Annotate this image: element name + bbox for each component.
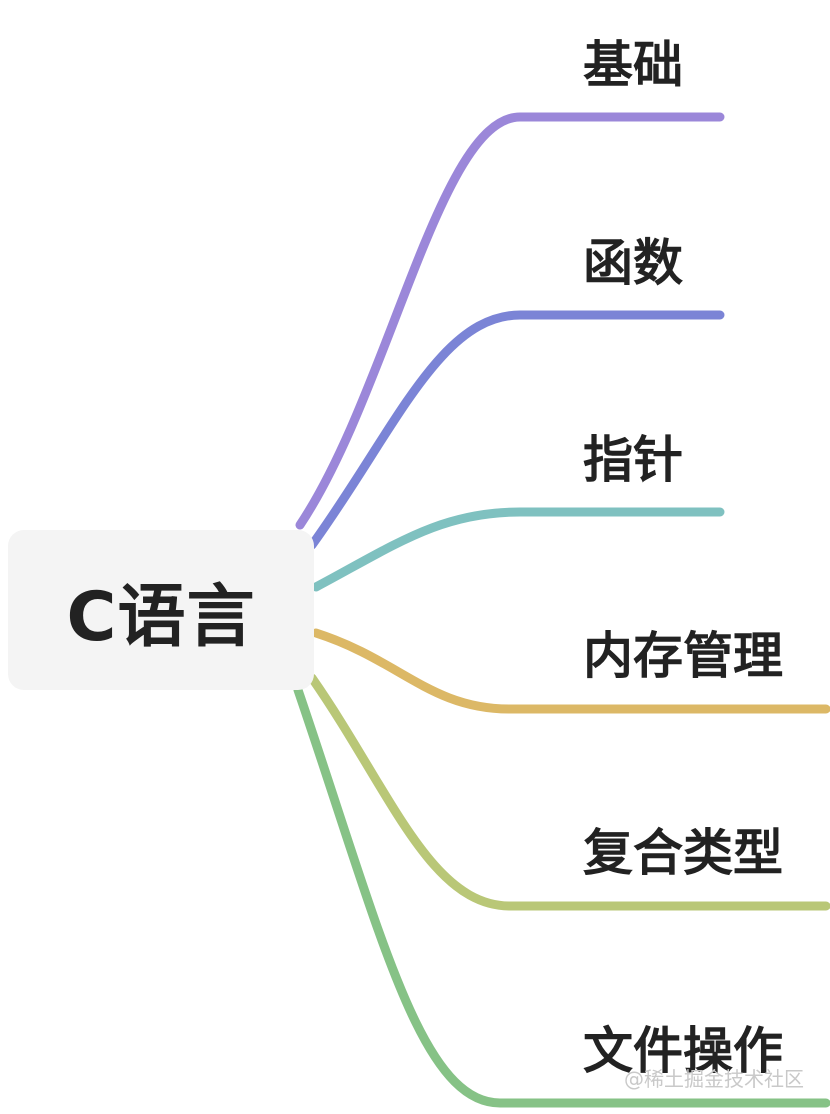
edge-compound-types xyxy=(307,673,830,911)
watermark: @稀土掘金技术社区 xyxy=(624,1067,804,1091)
branch-edges xyxy=(293,112,830,1108)
edge-basics xyxy=(295,112,725,530)
root-node[interactable]: C语言 xyxy=(8,530,314,690)
branch-label-pointers[interactable]: 指针 xyxy=(583,431,683,489)
root-label: C语言 xyxy=(66,577,256,657)
edge-pointers xyxy=(311,507,725,592)
branch-label-basics[interactable]: 基础 xyxy=(583,36,683,94)
edge-file-operations xyxy=(293,685,830,1108)
branch-label-compound-types[interactable]: 复合类型 xyxy=(583,824,783,882)
edge-functions xyxy=(307,310,725,550)
branch-label-memory-management[interactable]: 内存管理 xyxy=(583,627,783,685)
branch-label-functions[interactable]: 函数 xyxy=(583,234,683,292)
branch-label-file-operations[interactable]: 文件操作 xyxy=(583,1022,783,1080)
edge-memory-management xyxy=(311,628,830,714)
